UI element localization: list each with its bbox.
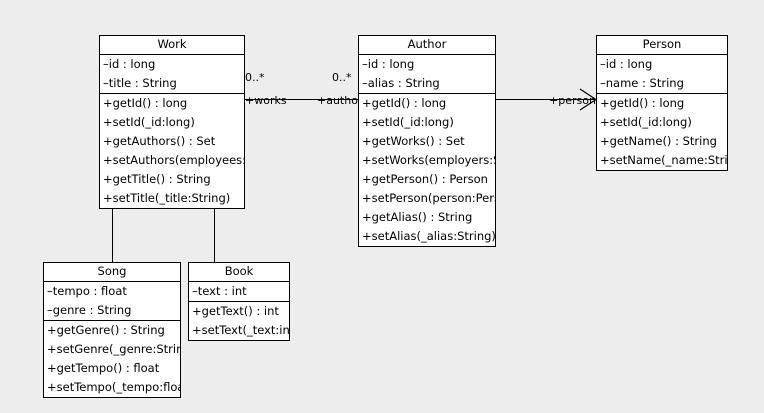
attribute-row: –text : int [192,284,247,298]
methods-compartment-author: +getId() : long +setId(_id:long) +getWor… [359,94,495,246]
uml-class-book[interactable]: Book –text : int +getText() : int +setTe… [188,262,290,341]
method-row: +setAuthors(employees:Set) [103,153,244,167]
methods-compartment-work: +getId() : long +setId(_id:long) +getAut… [100,94,244,208]
attributes-compartment-song: –tempo : float –genre : String [44,282,180,321]
attribute-row: –alias : String [362,76,440,90]
attributes-compartment-work: –id : long –title : String [100,55,244,94]
method-row: +setId(_id:long) [362,115,454,129]
method-row: +setWorks(employers:Set) [362,153,495,167]
method-row: +getText() : int [192,304,279,318]
method-row: +setTempo(_tempo:float) [47,380,180,394]
attribute-row: –genre : String [47,303,132,317]
class-name-person: Person [597,36,727,55]
methods-compartment-book: +getText() : int +setText(_text:int) [189,302,289,340]
method-row: +setPerson(person:Person) [362,191,495,205]
multiplicity-work-end: 0..* [245,71,265,84]
method-row: +getId() : long [600,96,685,110]
attribute-row: –id : long [600,57,653,71]
method-row: +getGenre() : String [47,323,165,337]
role-person: +person [549,94,596,107]
uml-class-person[interactable]: Person –id : long –name : String +getId(… [596,35,728,171]
attribute-row: –id : long [362,57,415,71]
attribute-row: –id : long [103,57,156,71]
class-name-author: Author [359,36,495,55]
generalization-line-song-work[interactable] [112,207,113,263]
method-row: +getTitle() : String [103,172,211,186]
methods-compartment-song: +getGenre() : String +setGenre(_genre:St… [44,321,180,397]
uml-class-song[interactable]: Song –tempo : float –genre : String +get… [43,262,181,398]
method-row: +getId() : long [103,96,188,110]
method-row: +getAlias() : String [362,210,473,224]
method-row: +getWorks() : Set [362,134,465,148]
method-row: +setName(_name:String) [600,153,727,167]
method-row: +setId(_id:long) [103,115,195,129]
class-name-song: Song [44,263,180,282]
attribute-row: –name : String [600,76,684,90]
method-row: +getPerson() : Person [362,172,488,186]
attributes-compartment-person: –id : long –name : String [597,55,727,94]
attribute-row: –title : String [103,76,177,90]
method-row: +setAlias(_alias:String) [362,229,495,243]
generalization-line-book-work[interactable] [214,207,215,262]
method-row: +setId(_id:long) [600,115,692,129]
attributes-compartment-book: –text : int [189,282,289,302]
class-name-book: Book [189,263,289,282]
uml-class-work[interactable]: Work –id : long –title : String +getId()… [99,35,245,209]
attributes-compartment-author: –id : long –alias : String [359,55,495,94]
multiplicity-author-end: 0..* [332,71,352,84]
method-row: +getName() : String [600,134,717,148]
role-authors: +authors [317,94,369,107]
methods-compartment-person: +getId() : long +setId(_id:long) +getNam… [597,94,727,170]
method-row: +setText(_text:int) [192,323,289,337]
attribute-row: –tempo : float [47,284,127,298]
class-name-work: Work [100,36,244,55]
method-row: +setGenre(_genre:String) [47,342,180,356]
uml-class-author[interactable]: Author –id : long –alias : String +getId… [358,35,496,247]
method-row: +getTempo() : float [47,361,160,375]
association-line-author-person[interactable] [495,99,596,100]
role-works: +works [245,94,287,107]
method-row: +getAuthors() : Set [103,134,216,148]
association-line-work-author[interactable] [244,99,358,100]
method-row: +getId() : long [362,96,447,110]
method-row: +setTitle(_title:String) [103,191,231,205]
